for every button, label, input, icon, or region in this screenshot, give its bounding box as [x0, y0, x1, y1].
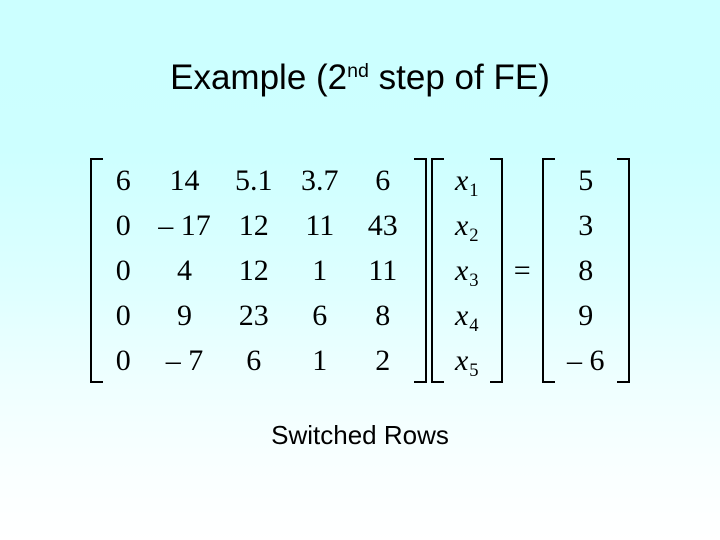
unknown-vector-left-bracket	[430, 158, 444, 383]
table-row: 6 14 5.1 3.7 6	[103, 158, 414, 203]
rhs-vector-right-bracket	[616, 158, 630, 383]
matrix-cell: 3	[578, 209, 594, 242]
matrix-cell: 0	[115, 209, 131, 242]
table-row: x3	[444, 248, 490, 293]
coefficient-matrix: 6 14 5.1 3.7 6 0 – 17 12 11 43 0 4 12	[90, 158, 427, 383]
coefficient-matrix-body: 6 14 5.1 3.7 6 0 – 17 12 11 43 0 4 12	[103, 158, 414, 383]
matrix-cell: 0	[115, 254, 131, 287]
table-row: 0 – 7 6 1 2	[103, 338, 414, 383]
table-row: 8	[555, 248, 617, 293]
matrix-cell: 3.7	[301, 164, 339, 197]
unknown-cell: x2	[444, 203, 490, 248]
matrix-cell: 0	[115, 299, 131, 332]
table-row: 0 4 12 1 11	[103, 248, 414, 293]
table-row: 0 – 17 12 11 43	[103, 203, 414, 248]
page-title-superscript: nd	[347, 59, 369, 82]
matrix-cell: 12	[238, 254, 269, 287]
unknown-subscript: 5	[469, 360, 479, 382]
matrix-cell: 1	[312, 344, 328, 377]
table-row: x1	[444, 158, 490, 203]
unknown-cell: x1	[444, 158, 490, 203]
unknown-subscript: 4	[469, 315, 479, 337]
matrix-cell: 6	[246, 344, 262, 377]
matrix-cell: 1	[312, 254, 328, 287]
matrix-cell: 5	[578, 164, 594, 197]
unknown-subscript: 1	[469, 180, 479, 202]
unknown-symbol: x	[454, 164, 469, 197]
table-row: 9	[555, 293, 617, 338]
matrix-cell: – 6	[566, 344, 605, 377]
unknown-symbol: x	[454, 299, 469, 332]
matrix-cell: 4	[177, 254, 193, 287]
matrix-cell: 6	[115, 164, 131, 197]
matrix-cell: 11	[368, 254, 398, 287]
matrix-cell: – 17	[158, 209, 211, 242]
matrix-cell: 12	[238, 209, 269, 242]
page-title-suffix: step of FE)	[368, 58, 550, 97]
table-row: x4	[444, 293, 490, 338]
matrix-cell: – 7	[165, 344, 204, 377]
table-row: x5	[444, 338, 490, 383]
matrix-cell: 11	[305, 209, 335, 242]
unknown-symbol: x	[454, 209, 469, 242]
unknown-vector-right-bracket	[489, 158, 503, 383]
rhs-vector: 5 3 8 9 – 6	[541, 158, 630, 383]
matrix-cell: 9	[578, 299, 594, 332]
table-row: 0 9 23 6 8	[103, 293, 414, 338]
caption-text: Switched Rows	[271, 420, 449, 450]
matrix-cell: 23	[238, 299, 269, 332]
unknown-cell: x5	[444, 338, 490, 383]
unknown-vector-body: x1 x2 x3 x4 x5	[444, 158, 490, 383]
unknown-cell: x4	[444, 293, 490, 338]
table-row: – 6	[555, 338, 617, 383]
unknown-symbol: x	[454, 344, 469, 377]
unknown-subscript: 3	[469, 270, 479, 292]
matrix-cell: 6	[375, 164, 391, 197]
page-title-prefix: Example (2	[170, 58, 348, 97]
rhs-vector-left-bracket	[541, 158, 555, 383]
table-row: 3	[555, 203, 617, 248]
matrix-cell: 9	[177, 299, 193, 332]
page-title: Example (2nd step of FE)	[0, 58, 720, 98]
matrix-cell: 2	[375, 344, 391, 377]
matrix-cell: 8	[578, 254, 594, 287]
table-row: 5	[555, 158, 617, 203]
matrix-cell: 14	[169, 164, 200, 197]
unknown-subscript: 2	[469, 225, 479, 247]
matrix-cell: 5.1	[235, 164, 273, 197]
matrix-cell: 0	[115, 344, 131, 377]
matrix-equation: 6 14 5.1 3.7 6 0 – 17 12 11 43 0 4 12	[0, 158, 720, 383]
coefficient-matrix-right-bracket	[413, 158, 427, 383]
table-row: x2	[444, 203, 490, 248]
coefficient-matrix-left-bracket	[90, 158, 104, 383]
unknown-vector: x1 x2 x3 x4 x5	[430, 158, 503, 383]
matrix-cell: 43	[367, 209, 398, 242]
equals-sign: =	[513, 253, 531, 287]
matrix-cell: 8	[375, 299, 391, 332]
unknown-symbol: x	[454, 254, 469, 287]
matrix-cell: 6	[312, 299, 328, 332]
unknown-cell: x3	[444, 248, 490, 293]
rhs-vector-body: 5 3 8 9 – 6	[555, 158, 617, 383]
